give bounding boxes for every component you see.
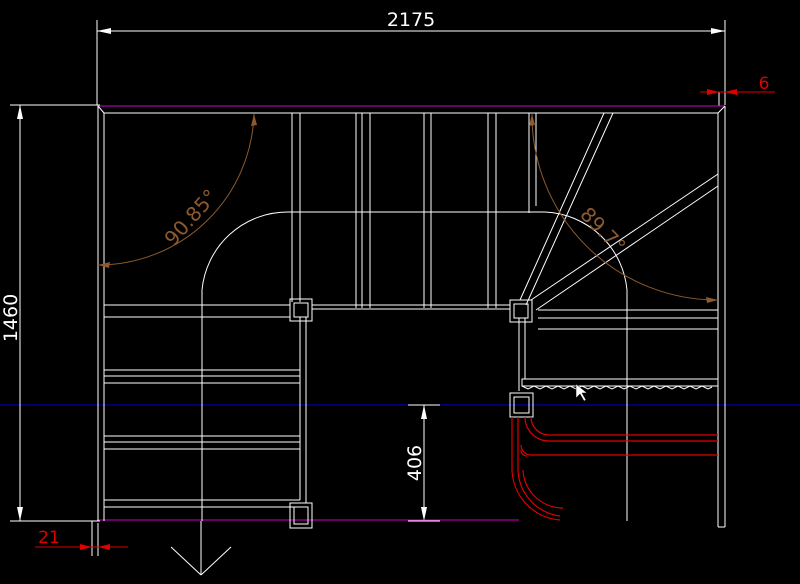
dimension-label-406: 406 xyxy=(404,445,426,481)
newel-post-center-left xyxy=(289,298,313,322)
handrail-curves xyxy=(511,416,718,521)
angle-dimension-left: 90.85° xyxy=(97,113,257,268)
dimension-label-height: 1460 xyxy=(0,294,22,342)
dimension-label-21: 21 xyxy=(38,528,60,548)
dimension-offset-6: 6 xyxy=(700,74,775,106)
landing-horizontal-rails xyxy=(104,304,718,330)
dimension-label-width: 2175 xyxy=(387,9,435,31)
winder-diagonal-treads xyxy=(519,112,719,311)
dimension-overall-height: 1460 xyxy=(0,104,100,522)
newel-post-lower-right xyxy=(509,392,534,418)
dimension-offset-21: 21 xyxy=(35,523,128,556)
dimension-gap-406: 406 xyxy=(404,404,440,522)
mouse-cursor-icon xyxy=(575,383,588,402)
stair-outer-frame xyxy=(97,105,726,528)
newel-post-bottom-left xyxy=(289,502,313,529)
dimension-overall-width: 2175 xyxy=(96,9,726,105)
dimension-label-6: 6 xyxy=(759,74,770,94)
newel-post-center-right xyxy=(509,299,533,323)
right-flight-treads xyxy=(518,318,719,391)
angle-dimension-right: 89.7° xyxy=(529,113,719,303)
direction-down-arrow xyxy=(170,521,232,576)
left-flight-treads xyxy=(104,317,307,508)
angle-label-right: 89.7° xyxy=(575,202,630,258)
landing-vertical-bars xyxy=(291,113,537,308)
angle-label-left: 90.85° xyxy=(159,184,222,250)
